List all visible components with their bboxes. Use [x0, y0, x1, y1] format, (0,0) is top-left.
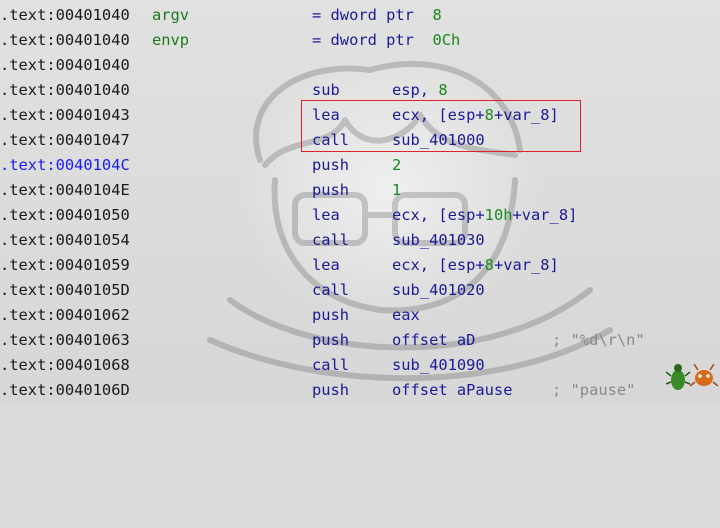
operand-number: 8	[484, 256, 494, 274]
code-line[interactable]: .text:0040105D call sub_401020	[0, 278, 720, 303]
operand-text: ecx, [esp+	[392, 256, 485, 274]
operands: ecx, [esp+8+var_8]	[392, 103, 559, 128]
character-watermark-icon	[207, 60, 613, 382]
stack-var-label[interactable]: envp	[152, 31, 190, 49]
mnemonic: lea	[312, 106, 340, 124]
string-reference[interactable]: offset aD	[392, 331, 476, 349]
mnemonic: call	[312, 356, 350, 374]
code-line[interactable]: .text:00401040	[0, 53, 720, 78]
operand-text: ecx, [esp+	[392, 206, 485, 224]
comment: ; "%d\r\n"	[552, 331, 645, 349]
var-type: = dword ptr	[312, 6, 414, 24]
operand-number: 10h	[484, 206, 513, 224]
address: .text:00401043	[0, 106, 130, 124]
address: .text:00401047	[0, 131, 130, 149]
address: .text:0040105D	[0, 281, 130, 299]
code-line[interactable]: .text:00401040 argv = dword ptr 8	[0, 3, 720, 28]
var-type: = dword ptr	[312, 31, 414, 49]
code-line[interactable]: .text:00401040 sub esp, 8	[0, 78, 720, 103]
address: .text:0040104E	[0, 181, 130, 199]
operands: esp, 8	[392, 78, 448, 103]
address: .text:00401040	[0, 56, 130, 74]
comment: ; "pause"	[552, 381, 636, 399]
address-highlighted: .text:0040104C	[0, 156, 130, 174]
mnemonic: push	[312, 306, 350, 324]
mnemonic: push	[312, 181, 350, 199]
var-definition: = dword ptr 8	[312, 3, 442, 28]
address: .text:00401054	[0, 231, 130, 249]
code-line[interactable]: .text:00401063 push offset aD ; "%d\r\n"	[0, 328, 720, 353]
call-target[interactable]: sub_401000	[392, 131, 485, 149]
call-target[interactable]: sub_401090	[392, 356, 485, 374]
operand-text: ecx, [esp+	[392, 106, 485, 124]
address: .text:0040106D	[0, 381, 130, 399]
mnemonic: push	[312, 331, 350, 349]
address: .text:00401040	[0, 6, 130, 24]
code-line[interactable]: .text:00401068 call sub_401090	[0, 353, 720, 378]
mnemonic: push	[312, 156, 350, 174]
operand-text: esp,	[392, 81, 439, 99]
code-line[interactable]: .text:00401062 push eax	[0, 303, 720, 328]
disassembly-background	[0, 0, 720, 403]
code-line[interactable]: .text:00401050 lea ecx, [esp+10h+var_8]	[0, 203, 720, 228]
operand-number: 1	[392, 181, 402, 199]
address: .text:00401063	[0, 331, 130, 349]
operand-suffix[interactable]: +var_8]	[493, 106, 559, 124]
operands: ecx, [esp+10h+var_8]	[392, 203, 577, 228]
address: .text:00401040	[0, 31, 130, 49]
address: .text:00401062	[0, 306, 130, 324]
operand-number: 8	[484, 106, 494, 124]
stack-var-label[interactable]: argv	[152, 6, 190, 24]
operand-suffix[interactable]: +var_8]	[493, 256, 559, 274]
code-line[interactable]: .text:0040104E push 1	[0, 178, 720, 203]
mnemonic: push	[312, 381, 350, 399]
disassembly-listing: .text:00401040 argv = dword ptr 8 .text:…	[0, 3, 720, 403]
address: .text:00401040	[0, 81, 130, 99]
string-reference[interactable]: offset aPause	[392, 381, 513, 399]
code-line[interactable]: .text:0040104C push 2	[0, 153, 720, 178]
mnemonic: call	[312, 231, 350, 249]
mnemonic: call	[312, 131, 350, 149]
code-line[interactable]: .text:00401040 envp = dword ptr 0Ch	[0, 28, 720, 53]
mnemonic: lea	[312, 256, 340, 274]
call-target[interactable]: sub_401020	[392, 281, 485, 299]
var-offset: 0Ch	[432, 31, 461, 49]
address: .text:00401059	[0, 256, 130, 274]
var-offset: 8	[432, 6, 442, 24]
code-line[interactable]: .text:00401047 call sub_401000	[0, 128, 720, 153]
address: .text:00401050	[0, 206, 130, 224]
bug-logo-icon	[665, 363, 719, 390]
call-target[interactable]: sub_401030	[392, 231, 485, 249]
mnemonic: call	[312, 281, 350, 299]
operand-number: 8	[438, 81, 448, 99]
operand-number: 2	[392, 156, 402, 174]
highlight-box	[301, 100, 581, 152]
code-line[interactable]: .text:00401059 lea ecx, [esp+8+var_8]	[0, 253, 720, 278]
var-definition: = dword ptr 0Ch	[312, 28, 460, 53]
mnemonic: sub	[312, 81, 340, 99]
code-line[interactable]: .text:00401043 lea ecx, [esp+8+var_8]	[0, 103, 720, 128]
mnemonic: lea	[312, 206, 340, 224]
operands: ecx, [esp+8+var_8]	[392, 253, 559, 278]
operand-register: eax	[392, 306, 420, 324]
code-line[interactable]: .text:00401054 call sub_401030	[0, 228, 720, 253]
address: .text:00401068	[0, 356, 130, 374]
code-line[interactable]: .text:0040106D push offset aPause ; "pau…	[0, 378, 720, 403]
operand-suffix[interactable]: +var_8]	[512, 206, 578, 224]
